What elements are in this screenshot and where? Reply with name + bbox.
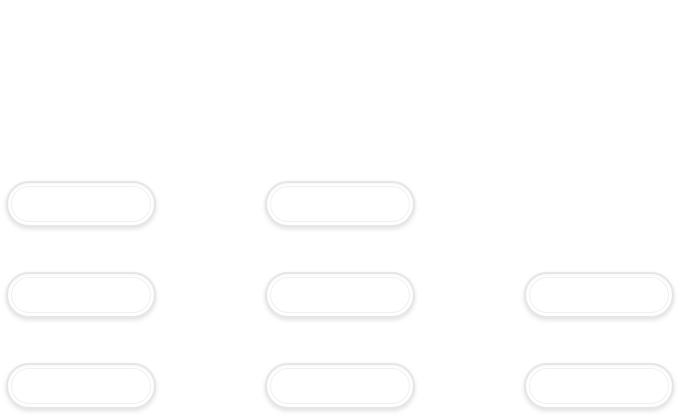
- pill-inner-ring: [11, 368, 151, 404]
- pill-inner-ring: [529, 368, 669, 404]
- pill-button-r1-c2[interactable]: [265, 181, 415, 227]
- pill-inner-ring: [11, 277, 151, 313]
- pill-button-label: [526, 274, 672, 316]
- pill-inner-ring: [270, 186, 410, 222]
- pill-button-label: [8, 274, 154, 316]
- pill-button-r3-c1[interactable]: [6, 363, 156, 409]
- pill-button-r2-c2[interactable]: [265, 272, 415, 318]
- pill-inner-ring: [270, 277, 410, 313]
- pill-button-label: [8, 183, 154, 225]
- pill-button-r3-c2[interactable]: [265, 363, 415, 409]
- pill-button-r1-c1[interactable]: [6, 181, 156, 227]
- pill-button-label: [267, 365, 413, 407]
- pill-inner-ring: [529, 277, 669, 313]
- pill-button-label: [267, 183, 413, 225]
- pill-button-label: [267, 274, 413, 316]
- pill-button-r3-c3[interactable]: [524, 363, 674, 409]
- pill-inner-ring: [270, 368, 410, 404]
- pill-button-label: [8, 365, 154, 407]
- pill-button-r2-c1[interactable]: [6, 272, 156, 318]
- pill-button-label: [526, 365, 672, 407]
- pill-button-r2-c3[interactable]: [524, 272, 674, 318]
- pill-inner-ring: [11, 186, 151, 222]
